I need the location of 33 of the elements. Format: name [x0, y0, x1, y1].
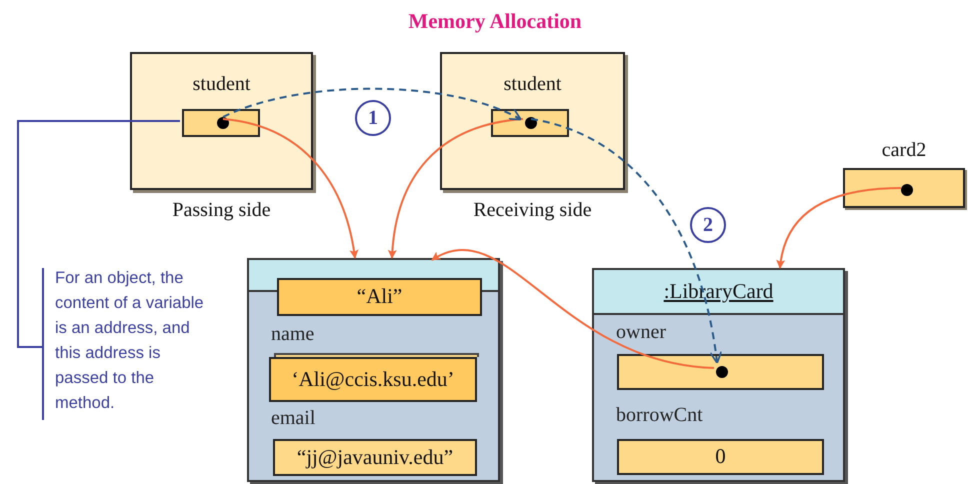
variable-name: student [502, 74, 562, 94]
variable-frame [130, 52, 313, 190]
arrow [431, 249, 714, 369]
value-field: “jj@javauniv.edu” [273, 439, 477, 476]
dashed-arrow [222, 88, 522, 121]
diagram-title: Memory Allocation [407, 8, 583, 35]
callout-number: 2 [690, 207, 726, 243]
variable-name: card2 [880, 140, 928, 160]
callout-number: 1 [355, 100, 391, 136]
field-name: owner [616, 322, 666, 342]
field-name: name [271, 324, 314, 344]
field-name: borrowCnt [616, 405, 703, 425]
value-field: ‘Ali@ccis.ksu.edu’ [269, 357, 477, 402]
reference-slot [491, 109, 569, 137]
variable-name: student [192, 74, 252, 94]
note-text: For an object, the content of a variable is an address, and this address is passed to the method. [55, 266, 213, 426]
field-name: email [271, 408, 316, 428]
object-box [592, 268, 845, 482]
arrow [776, 187, 902, 269]
reference-slot [617, 354, 824, 390]
dashed-arrow [530, 118, 722, 364]
reference-slot [182, 109, 260, 137]
class-name-header: :LibraryCard [594, 270, 843, 315]
arrow [222, 118, 358, 259]
side-label: Passing side [171, 200, 272, 220]
variable-frame [440, 52, 625, 190]
leader-line [17, 120, 181, 421]
arrow [388, 118, 524, 259]
reference-slot [843, 168, 965, 208]
value-field: 0 [617, 439, 824, 475]
side-label: Receiving side [472, 200, 593, 220]
object-box [247, 258, 500, 482]
value-field: “Ali” [277, 278, 482, 316]
